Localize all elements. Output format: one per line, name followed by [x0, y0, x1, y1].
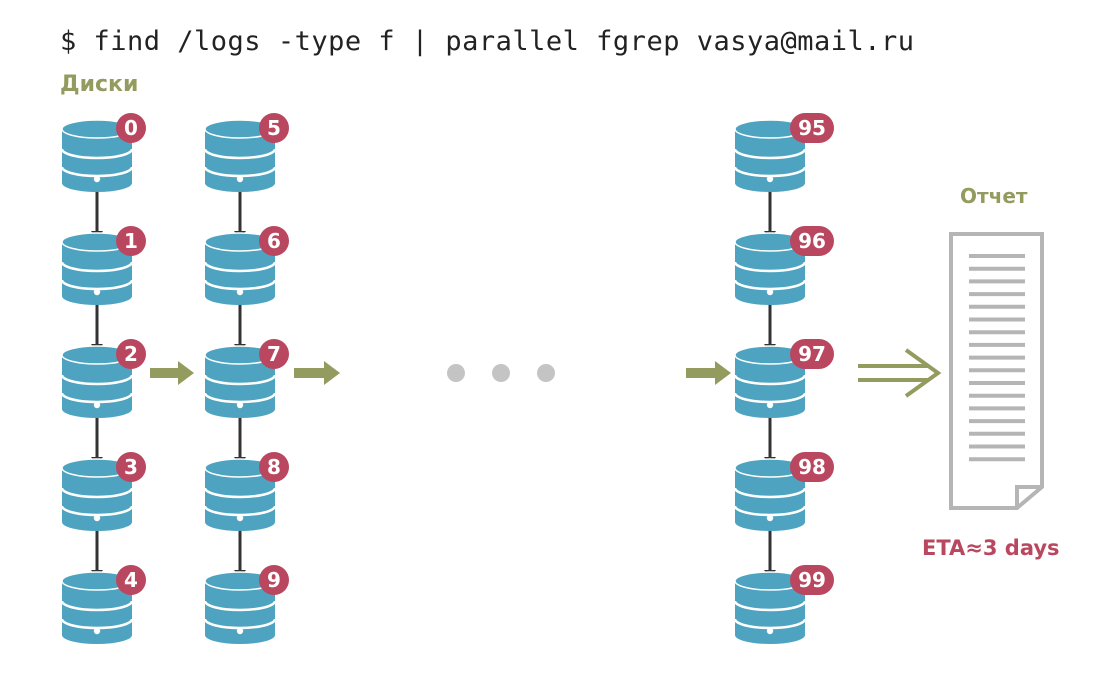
disk-number: 8 — [267, 455, 281, 479]
database-icon — [733, 458, 807, 531]
disk-number-badge — [790, 226, 834, 256]
disk-number: 4 — [124, 568, 138, 592]
database-icon — [60, 119, 134, 192]
document-icon — [949, 232, 1044, 510]
command-line: $ find /logs -type f | parallel fgrep va… — [60, 26, 915, 57]
database-icon — [203, 232, 277, 305]
ellipsis-dot — [447, 364, 465, 382]
ellipsis-dot — [492, 364, 510, 382]
eta-label: ETA≈3 days — [922, 536, 1060, 560]
right-arrow-icon — [294, 361, 340, 385]
down-arrow-icon — [91, 186, 103, 239]
database-icon — [203, 119, 277, 192]
database-icon — [733, 232, 807, 305]
double-arrow-icon — [858, 348, 942, 398]
database-icon — [60, 458, 134, 531]
down-arrow-icon — [764, 186, 776, 239]
disk-number: 7 — [267, 342, 281, 366]
database-icon — [203, 458, 277, 531]
down-arrow-icon — [91, 412, 103, 465]
down-arrow-icon — [764, 412, 776, 465]
ellipsis-dot — [537, 364, 555, 382]
disk-number-badge — [790, 339, 834, 369]
disk-number: 97 — [798, 342, 826, 366]
disk-number-badge — [116, 113, 146, 143]
right-arrow-icon — [686, 361, 731, 385]
disk-number-badge — [259, 339, 289, 369]
disk-number: 99 — [798, 568, 826, 592]
disk-number: 0 — [124, 116, 138, 140]
disk-number-badge — [259, 452, 289, 482]
disk-number-badge — [116, 452, 146, 482]
disk-number-badge — [259, 113, 289, 143]
down-arrow-icon — [234, 525, 246, 578]
disk-number: 3 — [124, 455, 138, 479]
down-arrow-icon — [764, 299, 776, 352]
disk-number: 6 — [267, 229, 281, 253]
report-label: Отчет — [960, 184, 1028, 208]
database-icon — [60, 345, 134, 418]
down-arrow-icon — [91, 299, 103, 352]
disk-number-badge — [116, 339, 146, 369]
down-arrow-icon — [234, 412, 246, 465]
disk-number-badge — [259, 565, 289, 595]
down-arrow-icon — [234, 299, 246, 352]
disk-number-badge — [116, 226, 146, 256]
database-icon — [203, 571, 277, 644]
database-icon — [733, 345, 807, 418]
disk-number-badge — [790, 565, 834, 595]
database-icon — [733, 119, 807, 192]
database-icon — [60, 571, 134, 644]
down-arrow-icon — [234, 186, 246, 239]
disks-label: Диски — [60, 72, 139, 97]
disk-number-badge — [790, 113, 834, 143]
down-arrow-icon — [764, 525, 776, 578]
disk-number: 2 — [124, 342, 138, 366]
database-icon — [733, 571, 807, 644]
disk-number: 95 — [798, 116, 826, 140]
disk-number-badge — [790, 452, 834, 482]
disk-number: 96 — [798, 229, 826, 253]
disk-number-badge — [259, 226, 289, 256]
database-icon — [203, 345, 277, 418]
disk-number: 1 — [124, 229, 138, 253]
right-arrow-icon — [150, 361, 194, 385]
disk-number: 98 — [798, 455, 826, 479]
database-icon — [60, 232, 134, 305]
down-arrow-icon — [91, 525, 103, 578]
disk-number: 9 — [267, 568, 281, 592]
disk-number-badge — [116, 565, 146, 595]
disk-number: 5 — [267, 116, 281, 140]
